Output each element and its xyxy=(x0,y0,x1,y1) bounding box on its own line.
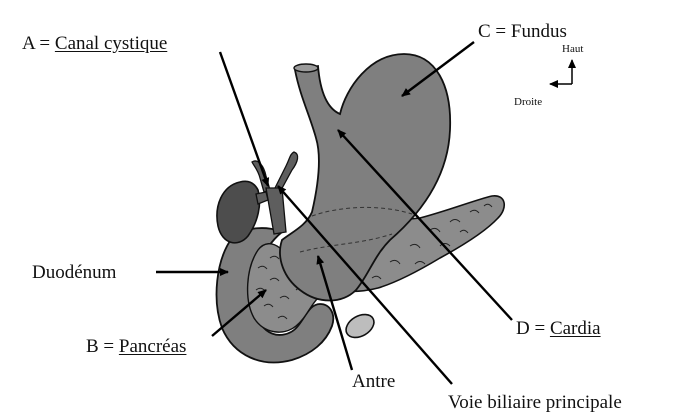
pointer-canal-cystique xyxy=(220,52,268,186)
label-voie-biliaire-principale: Voie biliaire principale xyxy=(448,393,622,412)
orientation-arrows xyxy=(550,60,572,84)
label-antre: Antre xyxy=(352,372,395,391)
label-d-prefix: D = xyxy=(516,318,550,339)
orientation-up-label: Haut xyxy=(562,44,583,55)
label-a-prefix: A = xyxy=(22,33,55,54)
kidney-shape xyxy=(342,310,378,342)
label-canal-cystique: A = Canal cystique xyxy=(22,34,167,53)
label-b-term: Pancréas xyxy=(119,336,187,357)
label-d-term: Cardia xyxy=(550,318,601,339)
bile-ducts xyxy=(252,152,298,234)
label-a-term: Canal cystique xyxy=(55,33,167,54)
label-pancreas: B = Pancréas xyxy=(86,337,186,356)
label-duodenum: Duodénum xyxy=(32,263,116,282)
label-fundus: C = Fundus xyxy=(478,22,567,41)
orientation-right-label: Droite xyxy=(514,97,542,108)
label-cardia: D = Cardia xyxy=(516,319,601,338)
esophagus-opening xyxy=(294,64,318,72)
label-b-prefix: B = xyxy=(86,336,119,357)
